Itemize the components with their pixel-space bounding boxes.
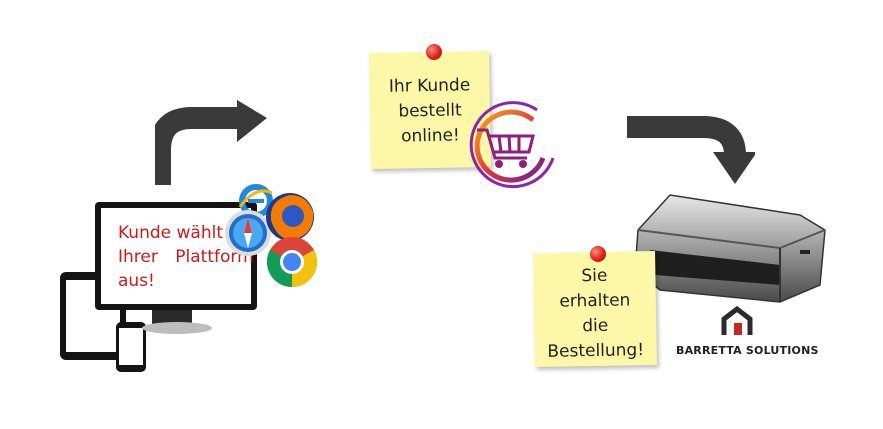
brand-name: BARRETTA SOLUTIONS — [676, 344, 819, 357]
printer-icon — [634, 194, 826, 303]
step1-line: Kunde wählt — [118, 223, 223, 243]
shopping-cart-icon — [469, 101, 555, 189]
step2-line: Ihr Kunde — [388, 75, 471, 97]
step3-line: Sie — [581, 265, 608, 287]
smartphone — [116, 322, 146, 372]
monitor-base — [142, 322, 212, 334]
arrow-up-right-icon — [155, 100, 267, 185]
firefox-icon — [266, 193, 314, 241]
pin-icon — [590, 246, 606, 262]
monitor-stand — [152, 310, 192, 324]
brand-logo-icon — [721, 305, 753, 335]
step1-line: Plattform aus! — [118, 247, 254, 291]
step3-line: erhalten — [559, 290, 631, 312]
arrow-right-down-icon — [627, 116, 755, 184]
step3-line: Bestellung! — [547, 340, 645, 362]
chrome-icon — [266, 237, 318, 288]
safari-icon — [225, 210, 271, 256]
sticky-note-receive: Sie erhalten die Bestellung! — [533, 250, 657, 368]
pin-icon — [426, 44, 442, 60]
step3-line: die — [582, 315, 609, 337]
monitor — [95, 202, 257, 310]
